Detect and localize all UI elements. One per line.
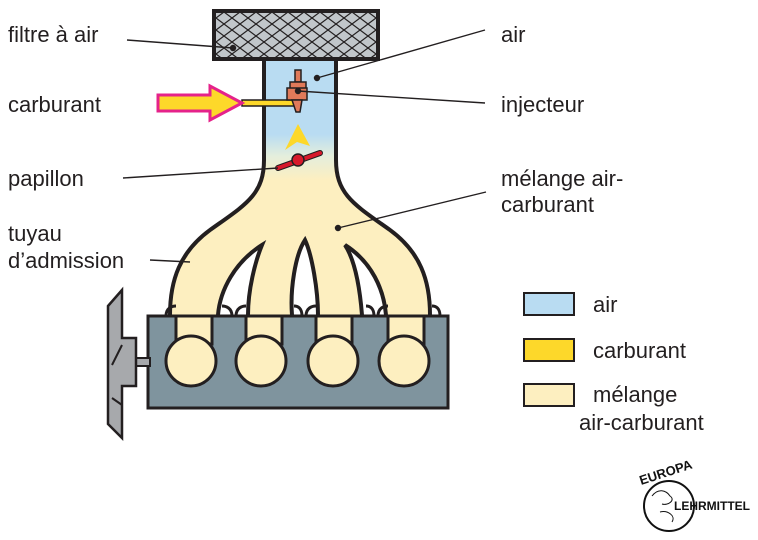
europa-lehrmittel-logo: EUROPA LEHRMITTEL xyxy=(637,457,750,532)
legend-swatch-air xyxy=(523,292,575,316)
legend-swatch-melange xyxy=(523,383,575,407)
leader-lines xyxy=(122,29,487,263)
legend-label-carburant: carburant xyxy=(593,338,686,363)
injector xyxy=(285,69,310,150)
legend-swatch-carburant xyxy=(523,338,575,362)
label-tuyau-2: d’admission xyxy=(8,248,124,273)
label-carburant: carburant xyxy=(8,92,101,117)
cylinder-4 xyxy=(377,314,431,388)
label-melange-2: carburant xyxy=(501,192,594,217)
air-filter xyxy=(212,9,380,61)
fuel-supply xyxy=(156,83,295,123)
throttle-valve xyxy=(275,150,323,171)
cylinder-2 xyxy=(234,314,288,388)
fuel-arrow-icon xyxy=(156,83,246,123)
label-tuyau-1: tuyau xyxy=(8,221,62,246)
label-papillon: papillon xyxy=(8,166,84,191)
legend-label-air: air xyxy=(593,292,617,317)
spray-cone xyxy=(285,124,310,150)
label-air: air xyxy=(501,22,525,47)
globe-icon xyxy=(643,480,695,532)
flywheel xyxy=(106,286,151,442)
legend-label-melange-2: air-carburant xyxy=(579,410,704,435)
legend-label-melange-1: mélange xyxy=(593,382,677,407)
cylinder-3 xyxy=(306,314,360,388)
label-melange-1: mélange air- xyxy=(501,166,623,191)
engine-block xyxy=(146,314,450,410)
legend: air carburant mélange air-carburant xyxy=(523,292,704,435)
logo-right-text: LEHRMITTEL xyxy=(674,499,750,513)
label-filtre: filtre à air xyxy=(8,22,98,47)
label-injecteur: injecteur xyxy=(501,92,584,117)
cylinder-1 xyxy=(164,314,218,388)
